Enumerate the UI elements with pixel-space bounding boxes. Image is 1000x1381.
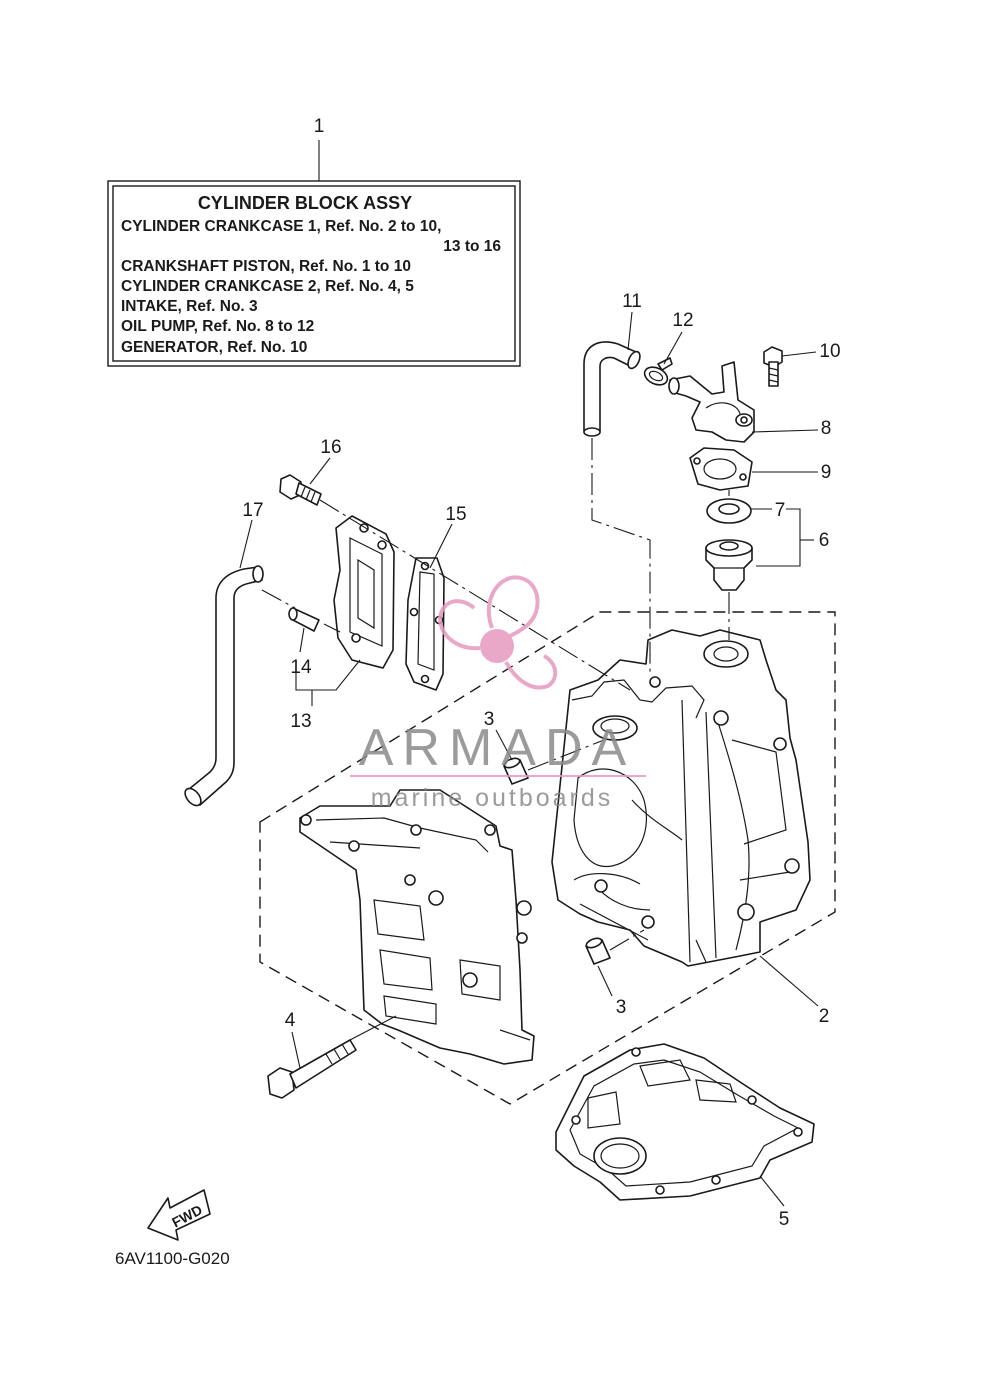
- callout-4: 4: [285, 1010, 296, 1031]
- callout-7: 7: [775, 500, 786, 521]
- assy-box-line: GENERATOR, Ref. No. 10: [121, 339, 307, 356]
- part-4-bolt: [267, 1039, 357, 1099]
- part-3-dowel-upper: [503, 757, 529, 785]
- part-9-gasket: [689, 447, 753, 491]
- leader-lines: [239, 311, 819, 1207]
- part-5-gasket: [555, 1043, 815, 1201]
- part-17-hose: [184, 565, 264, 807]
- callout-13: 13: [290, 711, 311, 732]
- callout-12: 12: [672, 310, 693, 331]
- callout-3-upper: 3: [484, 709, 495, 730]
- assy-info-box: CYLINDER BLOCK ASSY CYLINDER CRANKCASE 1…: [107, 140, 521, 367]
- fwd-arrow: FWD: [147, 1189, 211, 1241]
- part-3-dowel-lower: [585, 937, 611, 965]
- callout-8: 8: [821, 418, 832, 439]
- diagram-code: 6AV1100-G020: [115, 1249, 230, 1268]
- callout-1: 1: [314, 116, 325, 137]
- crankcase-assembly-outline: [259, 611, 836, 1105]
- callout-14: 14: [290, 657, 312, 678]
- part-6-thermostat: [705, 539, 753, 591]
- part-16-bolt: [279, 474, 322, 506]
- part-10-bolt: [763, 346, 783, 387]
- callout-9: 9: [821, 462, 832, 483]
- assy-box-title: CYLINDER BLOCK ASSY: [198, 193, 412, 213]
- part-15-gasket: [405, 557, 445, 691]
- callout-10: 10: [819, 341, 840, 362]
- part-8-thermostat-cover: [668, 361, 755, 443]
- assy-box-line: INTAKE, Ref. No. 3: [121, 298, 258, 315]
- watermark-tagline: marine outboards: [371, 784, 614, 812]
- crankcase-half: [299, 789, 535, 1065]
- armada-watermark: ARMADA marine outboards: [350, 575, 646, 812]
- callout-15: 15: [445, 504, 466, 525]
- centre-lines: [261, 438, 730, 951]
- part-14-dowel: [288, 607, 320, 632]
- assy-box-line: OIL PUMP, Ref. No. 8 to 12: [121, 318, 314, 335]
- part-7-seal: [706, 498, 752, 524]
- callout-3-lower: 3: [616, 997, 627, 1018]
- part-2-cylinder-block: [551, 629, 811, 967]
- callout-17: 17: [242, 500, 263, 521]
- assy-box-line: CYLINDER CRANKCASE 2, Ref. No. 4, 5: [121, 278, 414, 295]
- callout-16: 16: [320, 437, 341, 458]
- part-12-clip: [643, 357, 673, 386]
- callout-5: 5: [779, 1209, 790, 1230]
- callout-2: 2: [819, 1006, 830, 1027]
- assy-box-line: CYLINDER CRANKCASE 1, Ref. No. 2 to 10,: [121, 218, 441, 235]
- part-11-hose: [583, 341, 641, 437]
- callout-11: 11: [622, 291, 642, 312]
- assy-box-line: CRANKSHAFT PISTON, Ref. No. 1 to 10: [121, 258, 411, 275]
- callouts: 1 2 3 3 4 5 6 7 8 9 10 11 12 13 14 15 16…: [242, 116, 840, 1230]
- callout-6: 6: [819, 530, 830, 551]
- part-13-cover: [333, 515, 395, 669]
- assy-box-line: 13 to 16: [443, 238, 501, 255]
- propeller-logo-icon: [437, 575, 558, 690]
- watermark-brand: ARMADA: [359, 719, 635, 777]
